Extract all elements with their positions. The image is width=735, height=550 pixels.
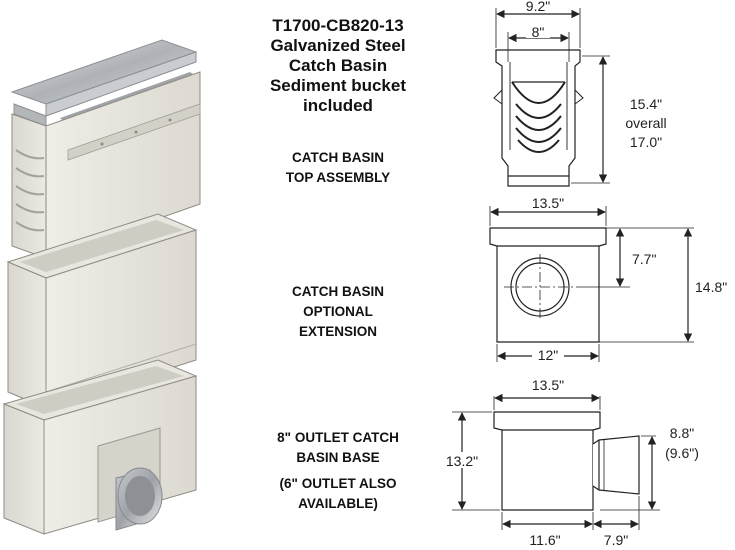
title-line: Sediment bucket xyxy=(269,76,407,95)
extension-drawing xyxy=(489,206,694,362)
label-base-note: (6" OUTLET ALSO AVAILABLE) xyxy=(279,476,397,511)
label-extension: CATCH BASIN OPTIONAL EXTENSION xyxy=(292,284,384,339)
dim-base-outlet-length: 7.9" xyxy=(604,532,628,548)
dim-base-outlet-height-b: (9.6") xyxy=(665,445,699,461)
dim-base-outlet-height-a: 8.8" xyxy=(670,425,694,441)
dim-base-width: 13.5" xyxy=(532,377,564,393)
base-drawing xyxy=(452,393,660,530)
top-assembly-drawing xyxy=(493,8,610,187)
dim-top-inner-width: 8" xyxy=(532,24,545,40)
base-illustration xyxy=(2,359,198,535)
label-top-assembly: CATCH BASIN TOP ASSEMBLY xyxy=(285,150,391,185)
catch-basin-illustration xyxy=(2,39,201,535)
label-base: 8" OUTLET CATCH BASIN BASE xyxy=(277,430,399,465)
dim-base-height: 13.2" xyxy=(446,453,478,469)
title-line: Catch Basin xyxy=(288,56,388,75)
dim-extension-bottom-width: 12" xyxy=(538,347,559,363)
dim-top-height-b: 17.0" xyxy=(630,134,662,150)
dim-extension-width: 13.5" xyxy=(532,195,564,211)
product-title: T1700-CB820-13 Galvanized Steel Catch Ba… xyxy=(238,16,438,116)
title-line: included xyxy=(303,96,373,115)
title-line: T1700-CB820-13 xyxy=(272,16,404,35)
dim-top-height-a: 15.4" xyxy=(630,96,662,112)
top-assembly-illustration xyxy=(10,39,201,259)
dim-top-height-mid: overall xyxy=(625,115,666,131)
dim-extension-height: 14.8" xyxy=(695,279,727,295)
dim-base-bottom-width: 11.6" xyxy=(529,532,560,548)
dim-extension-center-height: 7.7" xyxy=(632,251,656,267)
dim-top-outer-width: 9.2" xyxy=(526,0,550,14)
title-line: Galvanized Steel xyxy=(270,36,406,55)
